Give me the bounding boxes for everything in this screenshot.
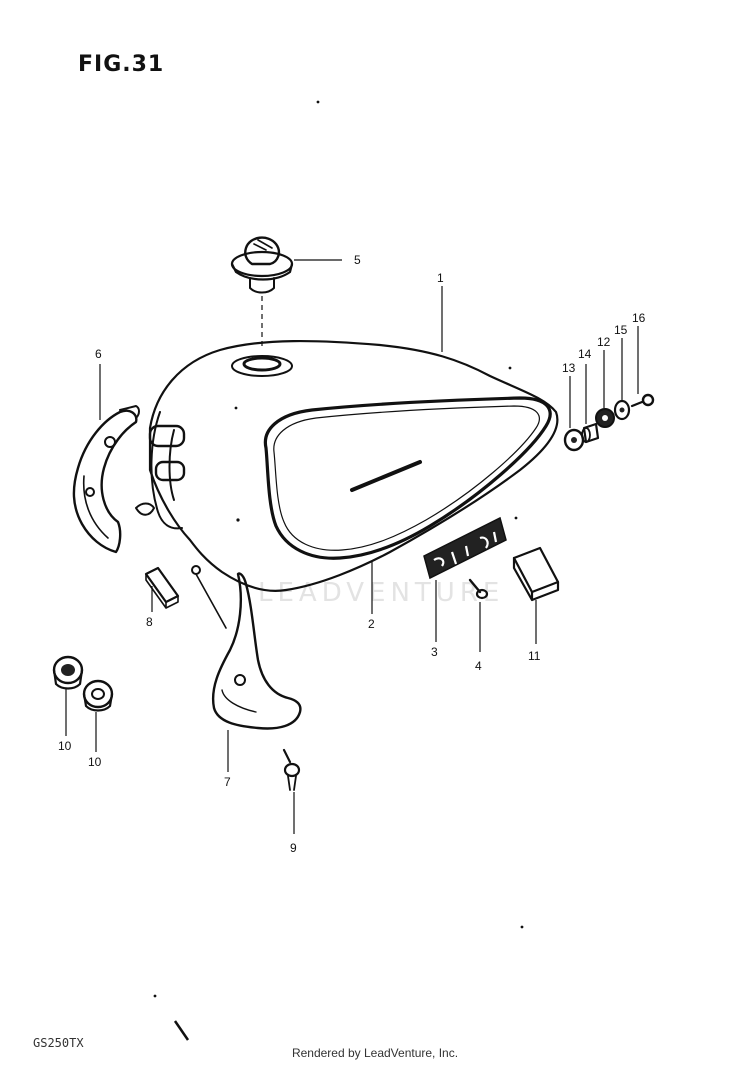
scan-speck (153, 994, 157, 998)
callout-5: 5 (354, 253, 361, 267)
cushion-part-12[interactable] (595, 408, 615, 428)
figure-title: FIG.31 (78, 52, 165, 77)
screw-part-4[interactable] (468, 578, 489, 600)
callout-10-b: 10 (88, 755, 102, 769)
bolt-part-16[interactable] (630, 393, 655, 408)
side-cover-part-6[interactable] (72, 405, 140, 554)
callout-2: 2 (368, 617, 375, 631)
washer-part-13[interactable] (563, 428, 585, 452)
callout-9: 9 (290, 841, 297, 855)
fuel-tank-part-1[interactable] (135, 339, 559, 629)
callout-12: 12 (597, 335, 611, 349)
rear-cover-part-7[interactable] (211, 572, 302, 730)
callout-8: 8 (146, 615, 153, 629)
bolt-part-9[interactable] (282, 748, 301, 791)
callout-3: 3 (431, 645, 438, 659)
washer-part-15[interactable] (613, 399, 631, 421)
callout-1: 1 (437, 271, 444, 285)
cushion-part-10-b[interactable] (82, 679, 114, 712)
render-credit: Rendered by LeadVenture, Inc. (291, 1046, 459, 1060)
collar-part-14[interactable] (581, 422, 600, 444)
callout-4: 4 (475, 659, 482, 673)
cushion-part-11[interactable] (512, 546, 560, 602)
callout-13: 13 (562, 361, 576, 375)
callout-7: 7 (224, 775, 231, 789)
callout-10-a: 10 (58, 739, 72, 753)
scan-speck (316, 100, 320, 104)
cushion-part-10-a[interactable] (52, 655, 84, 690)
callout-15: 15 (614, 323, 628, 337)
scan-speck (520, 925, 524, 929)
model-code: GS250TX (33, 1036, 84, 1050)
scan-mark (173, 1020, 190, 1041)
callout-16: 16 (632, 311, 646, 325)
fuel-cap-part-5[interactable] (230, 236, 294, 294)
callout-11: 11 (528, 649, 541, 663)
cushion-part-8[interactable] (144, 566, 180, 609)
callout-14: 14 (578, 347, 592, 361)
callout-6: 6 (95, 347, 102, 361)
emblem-part-3[interactable] (423, 516, 507, 580)
